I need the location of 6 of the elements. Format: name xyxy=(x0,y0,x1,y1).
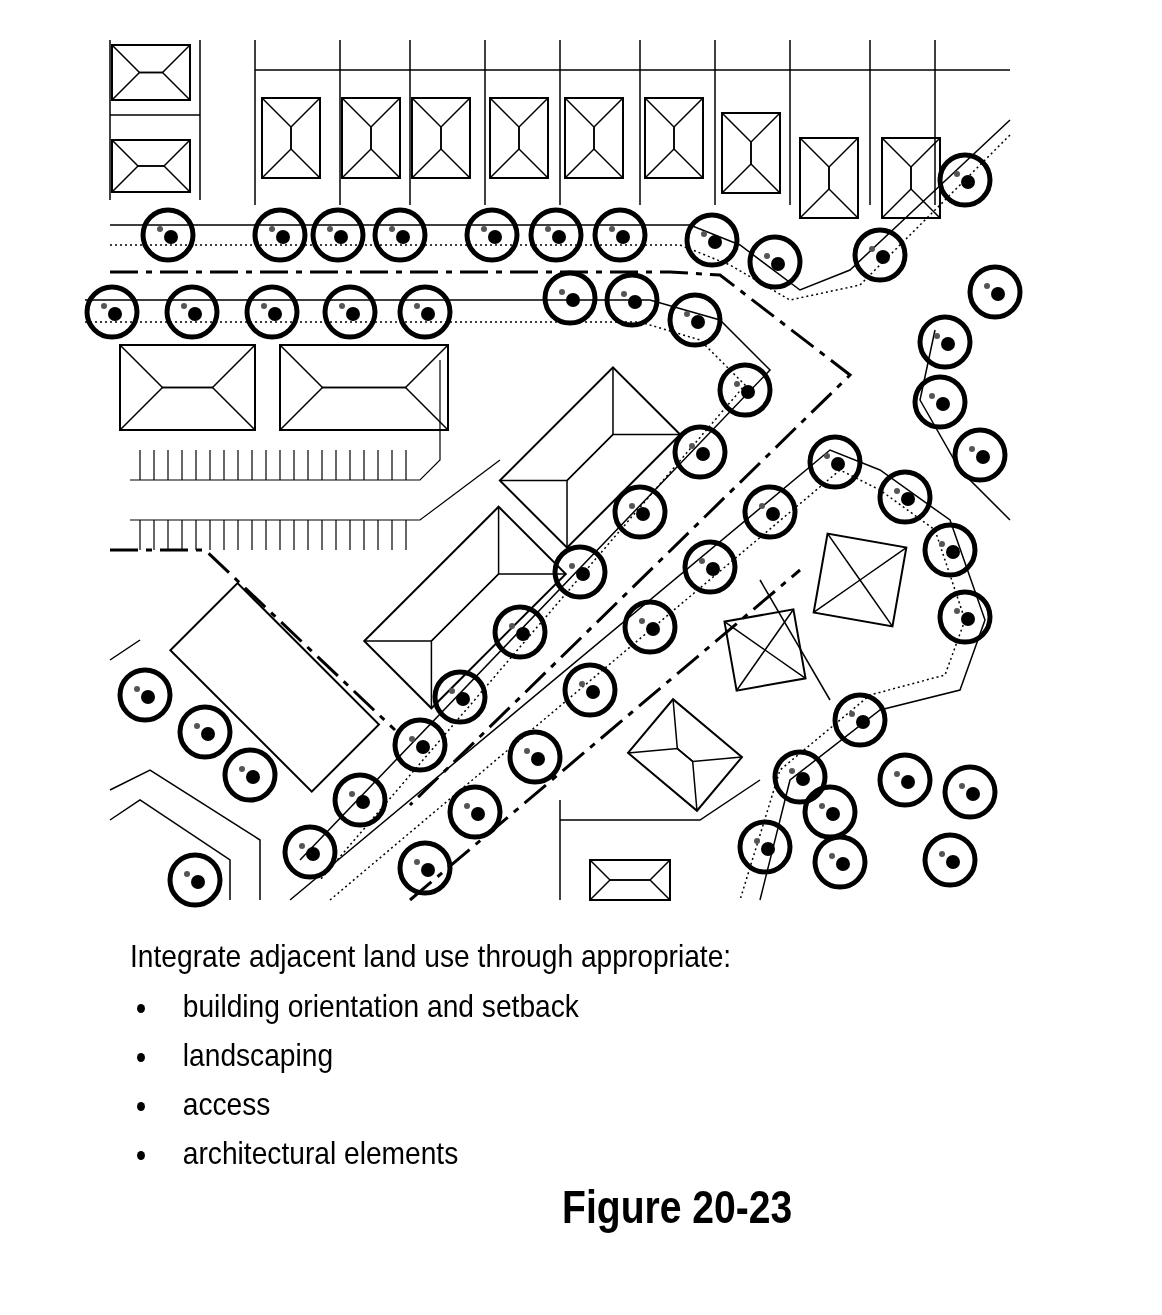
bullet-item: access xyxy=(130,1086,271,1135)
bullet-item: landscaping xyxy=(130,1037,334,1086)
intro-text: Integrate adjacent land use through appropriate: xyxy=(130,938,732,975)
bullet-item: building orientation and setback xyxy=(130,988,579,1037)
figure-caption: Figure 20-23 xyxy=(562,1180,793,1234)
bullet-item: architectural elements xyxy=(130,1135,459,1184)
